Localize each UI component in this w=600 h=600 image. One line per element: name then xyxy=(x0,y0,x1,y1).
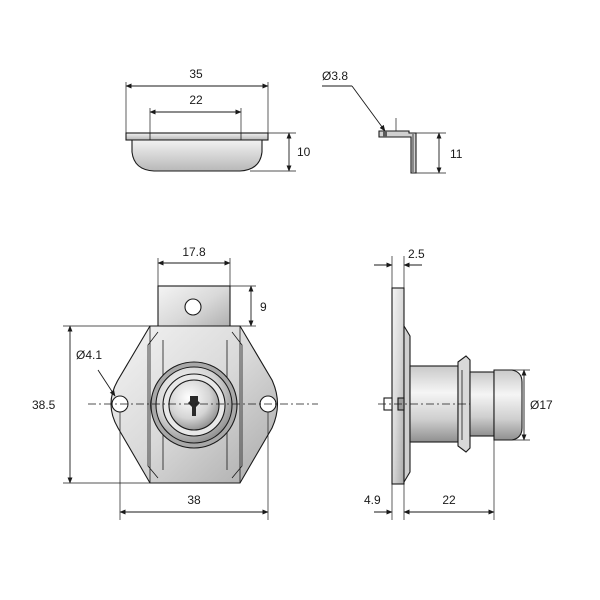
bracket-shape xyxy=(378,130,417,174)
strike-plate-flange xyxy=(125,132,269,141)
dim-front-hole: Ø4.1 xyxy=(76,348,102,362)
lock-side-view: 2.5 Ø17 4.9 22 xyxy=(364,247,553,520)
dim-tab-width: 17.8 xyxy=(182,245,206,259)
bracket-view: Ø3.8 11 xyxy=(322,69,463,174)
dim-bracket-height: 11 xyxy=(450,147,463,161)
dim-bracket-hole: Ø3.8 xyxy=(322,69,348,83)
side-cylinder xyxy=(469,371,495,437)
side-plate xyxy=(391,287,405,485)
dim-tab-height: 9 xyxy=(260,300,267,314)
side-cylinder-cap xyxy=(493,369,523,441)
dim-flange-offset: 4.9 xyxy=(364,493,381,507)
dim-hole-spacing: 38 xyxy=(187,493,201,507)
dim-cylinder-diameter: Ø17 xyxy=(530,398,553,412)
dim-cylinder-length: 22 xyxy=(442,493,456,507)
lock-front-view: 17.8 9 38.5 Ø4.1 38 xyxy=(32,245,318,520)
dim-strike-height: 10 xyxy=(297,145,311,159)
dim-overall-height: 38.5 xyxy=(32,398,56,412)
leader-front-hole xyxy=(97,369,116,397)
strike-plate-body xyxy=(131,139,263,172)
dim-plate-thickness: 2.5 xyxy=(408,247,425,261)
keyway-icon xyxy=(188,396,200,416)
top-tab-hole xyxy=(184,298,202,316)
dim-strike-overall-width: 35 xyxy=(189,67,203,81)
strike-plate-view: 35 22 10 xyxy=(125,67,311,172)
dim-strike-hole-spacing: 22 xyxy=(189,93,203,107)
